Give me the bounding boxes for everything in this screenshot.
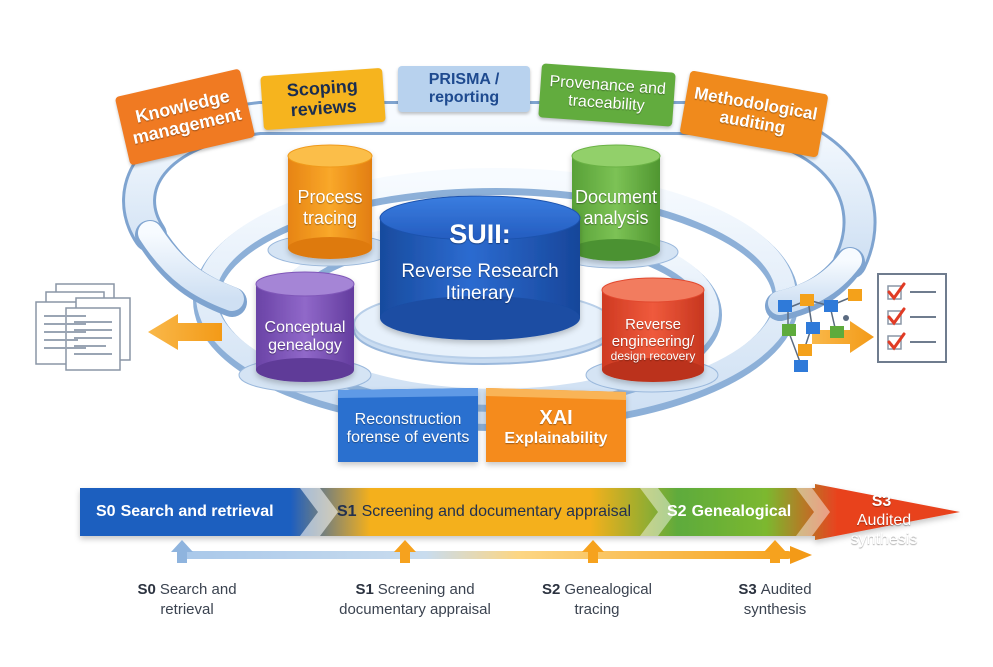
timeline-arrow-s3 [764, 540, 786, 563]
tab-reconstruction-shape [338, 388, 478, 462]
flow-chevron-3 [796, 488, 830, 536]
tab-scoping-reviews: Scoping reviews [260, 67, 386, 131]
suii-title: SUII: [449, 219, 511, 250]
flow-chevron-2 [640, 488, 676, 536]
xai-label: XAI Explainability [504, 407, 608, 448]
reconstruction-label: Reconstruction forense of events [346, 411, 470, 446]
flowchart-icon [778, 289, 862, 372]
timeline-arrow-s1 [394, 540, 416, 563]
tab-provenance-traceability: Provenance and traceability [538, 63, 676, 127]
timeline-end-arrow [790, 546, 812, 564]
flow-stage-s1: S1 Screening and documentary appraisal [337, 503, 632, 520]
flow-stage-s2: S2 Genealogical [667, 503, 792, 520]
flow-stage-s3: S3 Audited synthesis [850, 493, 918, 549]
reverse-engineering-label: Reverse engineering/ design recovery [610, 315, 696, 364]
document-analysis-label: Document analysis [574, 187, 658, 228]
cylinder-conceptual-genealogy [255, 271, 355, 382]
flow-chevron-1 [300, 488, 338, 536]
flow-band [80, 484, 960, 540]
left-arrow [148, 314, 222, 350]
conceptual-genealogy-label: Conceptual genealogy [264, 318, 346, 354]
tab-prisma-reporting: PRISMA / reporting [398, 66, 530, 112]
tab-xai-shape [486, 388, 626, 462]
documents-stack-icon [35, 283, 131, 371]
cylinder-process-tracing [287, 144, 373, 259]
process-tracing-label: Process tracing [297, 187, 363, 228]
timeline-bar [182, 551, 792, 559]
timeline-arrow-s0 [171, 540, 193, 563]
cylinder-suii [379, 195, 581, 340]
cylinder-reverse-engineering [601, 277, 705, 382]
cylinder-document-analysis [571, 144, 661, 261]
flow-stage-s0: S0 Search and retrieval [96, 503, 274, 520]
suii-subtitle: Reverse Research Itinerary [401, 261, 559, 304]
timeline-arrow-s2 [582, 540, 604, 563]
checklist-icon [877, 273, 947, 363]
